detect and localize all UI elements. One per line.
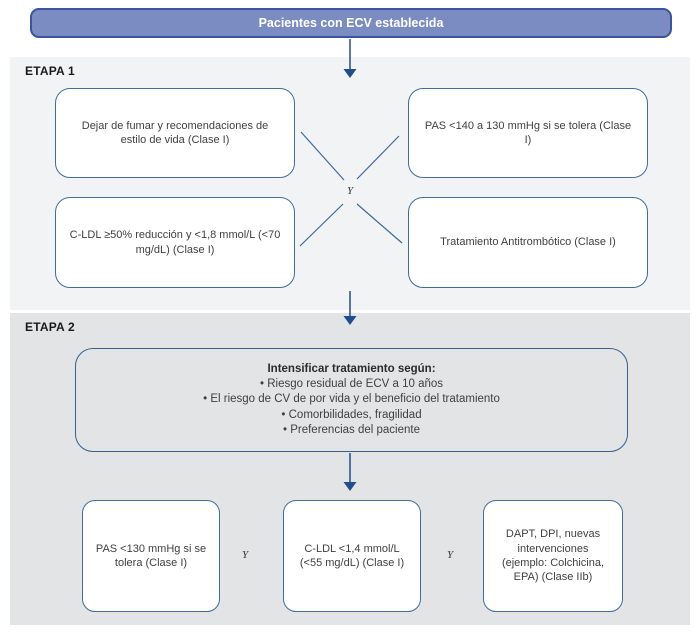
box-cldl-reduction: C-LDL ≥50% reducción y <1,8 mmol/L (<70 … bbox=[55, 197, 295, 288]
header-label: Pacientes con ECV establecida bbox=[258, 16, 444, 30]
box-pas-130-text: PAS <130 mmHg si se tolera (Clase I) bbox=[95, 542, 207, 569]
box-antithrombotic-text: Tratamiento Antitrombótico (Clase I) bbox=[440, 236, 616, 249]
box-cldl-14-text: C-LDL <1,4 mmol/L (<55 mg/dL) (Clase I) bbox=[299, 542, 405, 569]
stage2-and-connector-label-1: Y bbox=[241, 549, 249, 561]
stage2-and-connector-label-2: Y bbox=[446, 549, 454, 561]
stage1-and-connector-label: Y bbox=[346, 185, 354, 197]
intensify-bullet-4: • Preferencias del paciente bbox=[283, 423, 420, 436]
stage1-label: ETAPA 1 bbox=[25, 64, 75, 78]
intensify-bullet-1: • Riesgo residual de ECV a 10 años bbox=[259, 378, 444, 391]
box-pas-140: PAS <140 a 130 mmHg si se tolera (Clase … bbox=[408, 88, 648, 178]
box-dapt-new-interventions-text: DAPT, DPI, nuevas intervenciones (ejempl… bbox=[501, 528, 605, 584]
stage2-label: ETAPA 2 bbox=[25, 320, 75, 334]
intensify-title: Intensificar tratamiento según: bbox=[267, 363, 436, 376]
box-smoking-lifestyle-text: Dejar de fumar y recomendaciones de esti… bbox=[81, 119, 269, 146]
box-pas-140-text: PAS <140 a 130 mmHg si se tolera (Clase … bbox=[424, 119, 632, 146]
box-cldl-reduction-text: C-LDL ≥50% reducción y <1,8 mmol/L (<70 … bbox=[69, 229, 281, 256]
box-cldl-14: C-LDL <1,4 mmol/L (<55 mg/dL) (Clase I) bbox=[283, 500, 421, 612]
intensify-bullet-2: • El riesgo de CV de por vida y el benef… bbox=[203, 393, 500, 406]
intensify-bullet-3: • Comorbilidades, fragilidad bbox=[281, 408, 422, 421]
header-box-patients-ecv: Pacientes con ECV establecida bbox=[30, 8, 672, 38]
box-smoking-lifestyle: Dejar de fumar y recomendaciones de esti… bbox=[55, 88, 295, 178]
box-dapt-new-interventions: DAPT, DPI, nuevas intervenciones (ejempl… bbox=[483, 500, 623, 612]
box-pas-130: PAS <130 mmHg si se tolera (Clase I) bbox=[82, 500, 220, 612]
box-intensify-treatment: Intensificar tratamiento según: • Riesgo… bbox=[75, 348, 628, 452]
box-antithrombotic: Tratamiento Antitrombótico (Clase I) bbox=[408, 197, 648, 288]
